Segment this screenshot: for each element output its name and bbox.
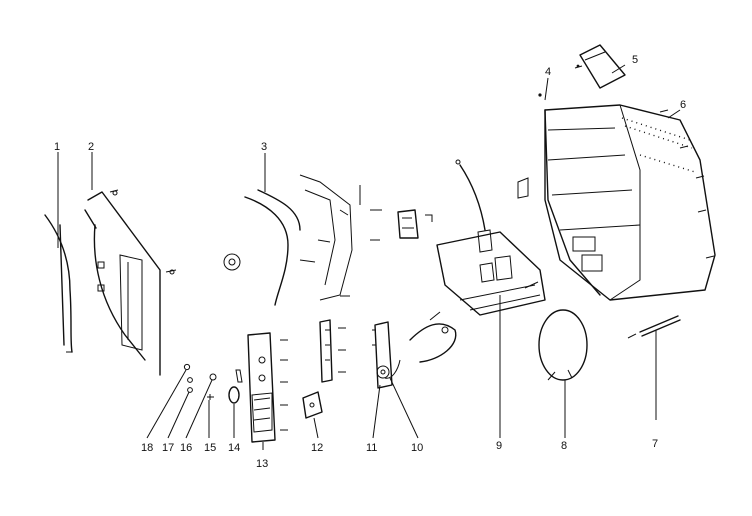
part-9-main-chassis — [436, 159, 546, 316]
part-11-speaker-bracket — [372, 321, 393, 389]
part-5-cover-plate — [574, 44, 626, 89]
part-16-button — [209, 373, 217, 381]
callout-5: 5 — [632, 54, 638, 66]
callout-9: 9 — [496, 440, 502, 452]
callout-1: 1 — [54, 141, 60, 153]
callout-8: 8 — [561, 440, 567, 452]
part-17-button — [187, 377, 193, 393]
part-6-screws — [659, 109, 715, 259]
leader-lines — [57, 64, 681, 450]
part-13-control-panel — [247, 332, 288, 443]
tuner-bracket — [397, 209, 433, 239]
callout-16: 16 — [180, 442, 192, 454]
part-2-front-cabinet — [84, 189, 177, 376]
part-12-plate — [302, 391, 323, 419]
callout-14: 14 — [228, 442, 240, 454]
callout-numbers: 1 2 3 4 5 6 7 8 9 10 11 12 13 14 15 16 1… — [54, 54, 686, 470]
callout-4: 4 — [545, 66, 551, 78]
part-15-screw — [207, 394, 214, 400]
part-4-back-cover — [538, 93, 716, 301]
callout-18: 18 — [141, 442, 153, 454]
callout-13: 13 — [256, 458, 268, 470]
part-1-front-mask — [44, 214, 73, 353]
callout-10: 10 — [411, 442, 423, 454]
callout-15: 15 — [204, 442, 216, 454]
part-7-rod — [627, 315, 681, 339]
callout-17: 17 — [162, 442, 174, 454]
callout-11: 11 — [366, 442, 377, 454]
part-14-knob — [228, 369, 243, 404]
callout-7: 7 — [652, 438, 658, 450]
part-10-yoke — [384, 311, 457, 379]
callout-6: 6 — [680, 99, 686, 111]
callout-12: 12 — [311, 442, 323, 454]
part-3-tube-frame — [223, 174, 382, 306]
terminal-strip — [319, 319, 346, 383]
callout-2: 2 — [88, 141, 94, 153]
callout-3: 3 — [261, 141, 267, 153]
part-8-ring — [538, 309, 588, 381]
part-18-button — [183, 363, 191, 371]
